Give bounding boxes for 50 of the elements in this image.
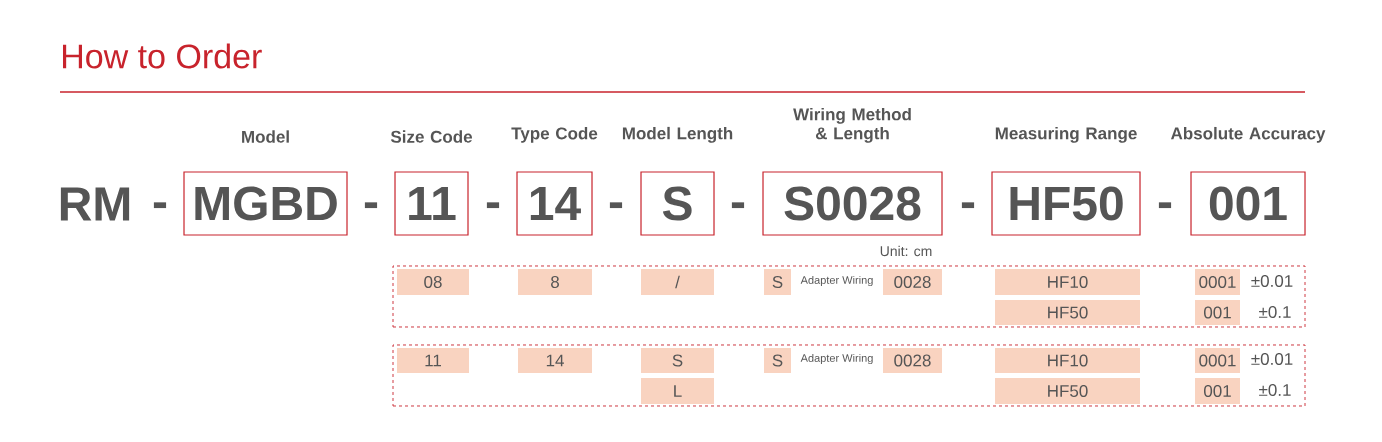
option-cell: S (764, 348, 791, 373)
separator-dash: - (609, 202, 623, 209)
option-cell: 11 (397, 348, 469, 373)
option-cell: L (641, 378, 714, 404)
code-box: MGBD (183, 171, 348, 236)
option-cell: 0001 (1195, 348, 1240, 373)
accuracy-value: ±0.1 (1259, 306, 1291, 318)
code-box: 001 (1190, 171, 1306, 236)
option-cell: HF10 (995, 348, 1140, 373)
field-heading: Absolute Accuracy (1170, 126, 1326, 143)
option-cell: 14 (518, 348, 592, 373)
field-heading: Measuring Range (995, 126, 1137, 143)
field-heading: Model (242, 130, 289, 143)
separator-dash: - (486, 202, 500, 209)
option-note: Adapter Wiring (800, 353, 873, 365)
option-cell: / (641, 269, 714, 295)
code-box: S (640, 171, 715, 236)
accuracy-value: ±0.01 (1251, 275, 1293, 287)
option-cell: 08 (397, 269, 469, 295)
option-cell: S (641, 348, 714, 373)
option-cell: 001 (1195, 378, 1240, 404)
field-heading: Type Code (511, 126, 598, 143)
option-group-box (392, 265, 1306, 328)
option-cell: 8 (518, 269, 592, 295)
separator-dash: - (364, 202, 378, 209)
option-note: Adapter Wiring (800, 275, 873, 287)
separator-dash: - (961, 202, 975, 209)
code-box: S0028 (762, 171, 943, 236)
code-box: HF50 (991, 171, 1141, 236)
code-box: 11 (394, 171, 469, 236)
option-cell: HF50 (995, 378, 1140, 404)
page-title: How to Order (63, 43, 262, 69)
model-prefix: RM (60, 187, 130, 221)
field-heading: Wiring Method & Length (793, 107, 911, 143)
separator-dash: - (731, 202, 745, 209)
accuracy-value: ±0.1 (1259, 384, 1291, 396)
unit-note: Unit: cm (880, 245, 932, 257)
option-cell: S (764, 269, 791, 295)
option-cell: HF50 (995, 300, 1140, 325)
option-cell: 0028 (883, 348, 942, 373)
accuracy-value: ±0.01 (1251, 353, 1293, 365)
option-group-box (392, 344, 1306, 407)
option-cell: 0028 (883, 269, 942, 295)
option-cell: 0001 (1195, 269, 1240, 295)
field-heading: Model Length (622, 126, 733, 143)
code-box: 14 (516, 171, 593, 236)
option-cell: 001 (1195, 300, 1240, 325)
field-heading: Size Code (390, 130, 472, 143)
option-cell: HF10 (995, 269, 1140, 295)
separator-dash: - (1158, 202, 1172, 209)
